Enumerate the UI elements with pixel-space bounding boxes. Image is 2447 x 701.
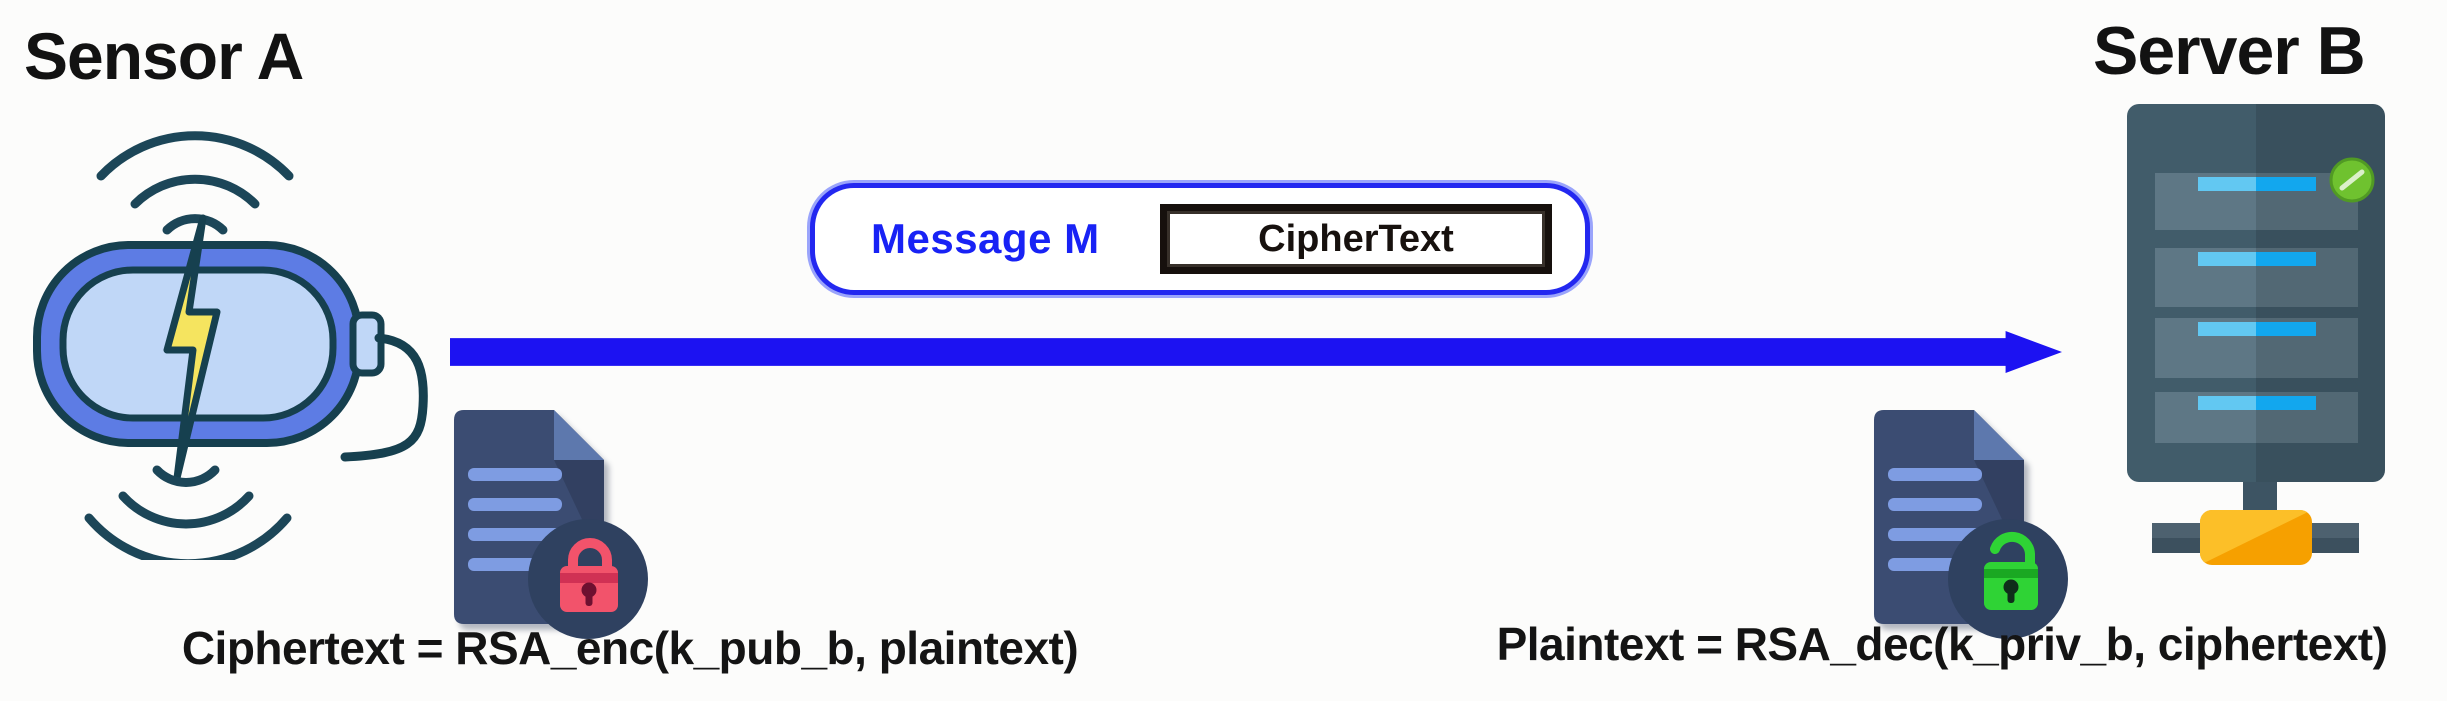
decryption-formula: Plaintext = RSA_dec(k_priv_b, ciphertext… — [1496, 618, 2388, 670]
server-icon — [2127, 104, 2385, 565]
wifi-waves-bottom-icon — [84, 465, 292, 560]
wifi-waves-top-icon — [96, 131, 294, 235]
page-fold-corner — [1974, 410, 2024, 460]
lock-badge — [1948, 519, 2068, 639]
unlocked-document-icon — [1874, 410, 2068, 639]
battery-terminal — [349, 311, 385, 377]
lock-badge — [528, 519, 648, 639]
server-b-label: Server B — [2093, 13, 2366, 89]
message-label: Message M — [871, 215, 1100, 262]
sensor-cable — [340, 333, 428, 462]
sensor-icon — [33, 131, 428, 560]
locked-document-icon — [454, 410, 648, 639]
ciphertext-chip: CipherText — [1167, 211, 1545, 267]
document-text-lines — [468, 468, 562, 571]
transfer-arrow-icon — [450, 331, 2062, 373]
server-status-bars — [2198, 177, 2316, 410]
document-text-lines — [1888, 468, 1982, 571]
message-box: Message M CipherText — [810, 183, 1590, 295]
page-fold-corner — [554, 410, 604, 460]
battery-body — [33, 214, 428, 482]
server-tower — [2127, 104, 2385, 482]
power-led-icon — [2329, 157, 2375, 203]
sensor-a-label: Sensor A — [24, 19, 304, 93]
encryption-formula: Ciphertext = RSA_enc(k_pub_b, plaintext) — [181, 622, 1079, 674]
network-switch — [2200, 510, 2312, 565]
